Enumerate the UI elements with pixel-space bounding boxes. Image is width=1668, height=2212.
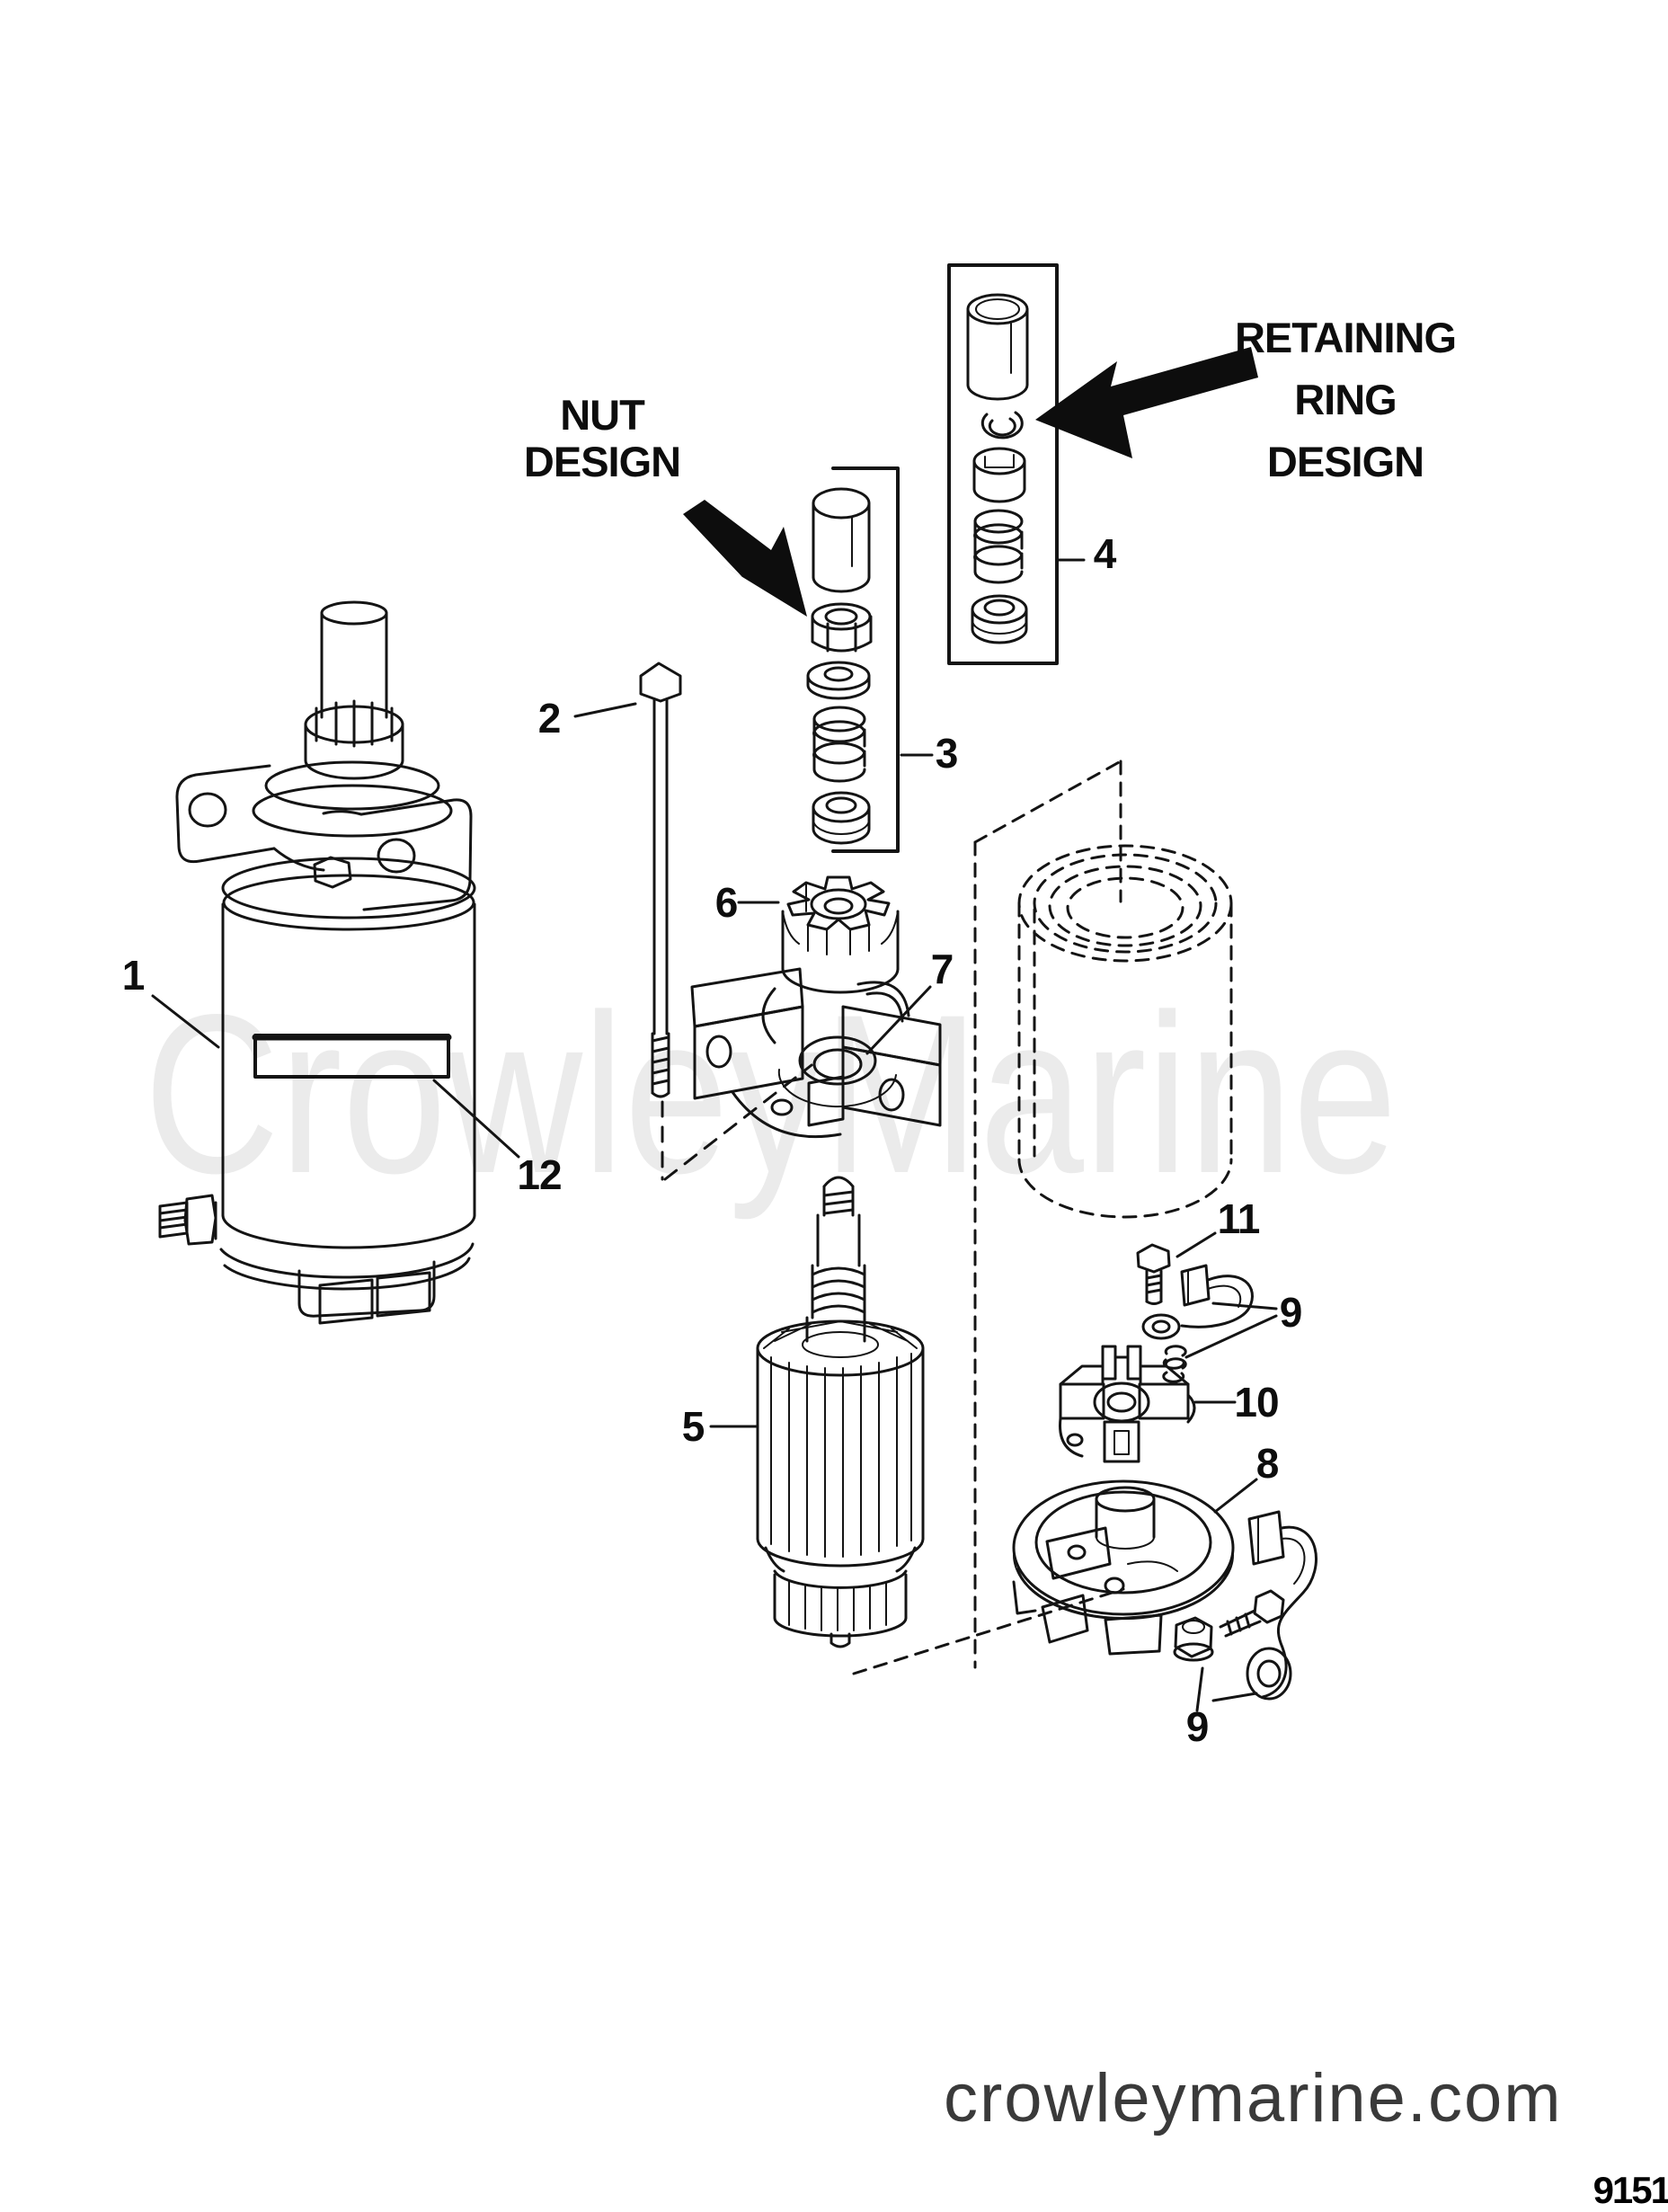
spring <box>812 706 866 783</box>
callout-11: 11 <box>1217 1195 1261 1242</box>
retaining-ring <box>980 411 1024 440</box>
starter-motor-assembly <box>158 600 476 1325</box>
terminal-bolt <box>1219 1589 1285 1638</box>
retaining-ring-arrow-icon <box>1035 347 1258 458</box>
callout-3: 3 <box>935 730 959 777</box>
callout-4: 4 <box>1093 530 1117 577</box>
motor-gear <box>304 699 404 780</box>
mounting-bracket <box>175 764 473 911</box>
nut-design-line-2: DESIGN <box>523 438 681 485</box>
bushing <box>972 447 1026 503</box>
motor-shaft <box>320 600 388 719</box>
callout-10: 10 <box>1234 1379 1279 1426</box>
motor-cap-rim <box>221 857 476 931</box>
alignment-line <box>661 1063 813 1181</box>
nut-design-label: NUT DESIGN <box>523 391 681 485</box>
thru-bolt-head <box>313 856 352 889</box>
flat-washer <box>806 661 871 700</box>
callout-9-lower: 9 <box>1185 1703 1210 1750</box>
retaining-spring <box>973 509 1024 584</box>
retaining-ring-design-label: RETAINING RING DESIGN <box>1234 306 1457 493</box>
pinion-gear <box>781 875 900 994</box>
brush-upper <box>1141 1264 1254 1340</box>
retaining-ring-line-1: RETAINING <box>1234 314 1457 361</box>
lock-nut <box>811 602 873 653</box>
website-text: crowleymarine.com <box>944 2060 1563 2136</box>
retaining-ring-line-2: RING <box>1294 376 1397 423</box>
motor-upper-housing <box>252 760 453 838</box>
motor-label-plate <box>252 1034 452 1079</box>
motor-body <box>221 902 476 1249</box>
field-frame-phantom <box>852 760 1233 1675</box>
callout-12: 12 <box>517 1151 562 1198</box>
callout-1: 1 <box>121 952 146 999</box>
terminal-nut <box>1173 1616 1214 1662</box>
end-cap <box>1012 1479 1235 1656</box>
nut-design-bracket <box>831 466 900 853</box>
retaining-ring-line-3: DESIGN <box>1266 438 1424 485</box>
armature <box>756 1176 925 1648</box>
terminal-stud <box>158 1194 217 1246</box>
callout-5: 5 <box>681 1403 705 1450</box>
callout-8: 8 <box>1255 1440 1280 1487</box>
retaining-ring-box <box>947 263 1059 665</box>
nut-design-group <box>806 466 900 853</box>
leader-lines <box>151 558 1278 1712</box>
callout-9-upper: 9 <box>1279 1289 1303 1336</box>
brush-lower <box>1246 1510 1318 1701</box>
nut-design-arrow-icon <box>683 500 807 617</box>
watermark-text: CrowleyMarine <box>144 968 1397 1221</box>
motor-end-frame <box>219 1242 475 1325</box>
document-number: 9151 <box>1593 2169 1668 2211</box>
thru-bolt <box>639 662 682 1098</box>
brush-plate <box>1059 1345 1196 1463</box>
brush-screw <box>1136 1243 1171 1305</box>
callout-6: 6 <box>714 879 739 926</box>
brush-spring <box>1162 1345 1187 1383</box>
callout-2: 2 <box>537 695 562 742</box>
callout-7: 7 <box>930 946 954 992</box>
nut-design-line-1: NUT <box>560 391 645 439</box>
drive-assembly <box>690 967 942 1139</box>
retaining-washer <box>971 594 1028 644</box>
thick-washer <box>812 791 871 845</box>
retaining-ring-group <box>947 263 1059 665</box>
